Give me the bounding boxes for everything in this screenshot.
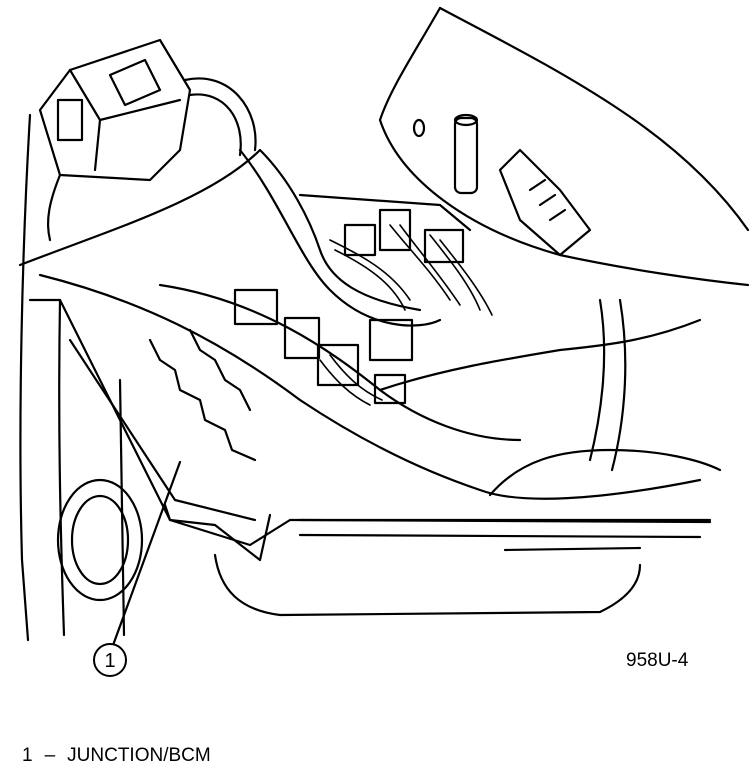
electrical-connector [38, 38, 257, 242]
legend-separator: – [44, 745, 56, 766]
junction-block [58, 193, 712, 562]
door-pillar-panel [19, 113, 126, 642]
figure-code: 958U-4 [626, 650, 689, 671]
wiring-harness [18, 148, 702, 500]
legend: 1–JUNCTION/BCM [22, 745, 211, 767]
junction-bcm-illustration: 1 [18, 6, 750, 677]
steering-column [378, 6, 750, 287]
speaker-ring [56, 478, 144, 602]
legend-number: 1 [22, 745, 33, 766]
callout-leader-line [110, 460, 182, 650]
callout-1: 1 [93, 643, 127, 677]
seat-console [213, 448, 722, 617]
legend-label: JUNCTION/BCM [67, 745, 211, 766]
callout-1-number: 1 [104, 650, 115, 672]
wire-bundle [319, 224, 493, 406]
